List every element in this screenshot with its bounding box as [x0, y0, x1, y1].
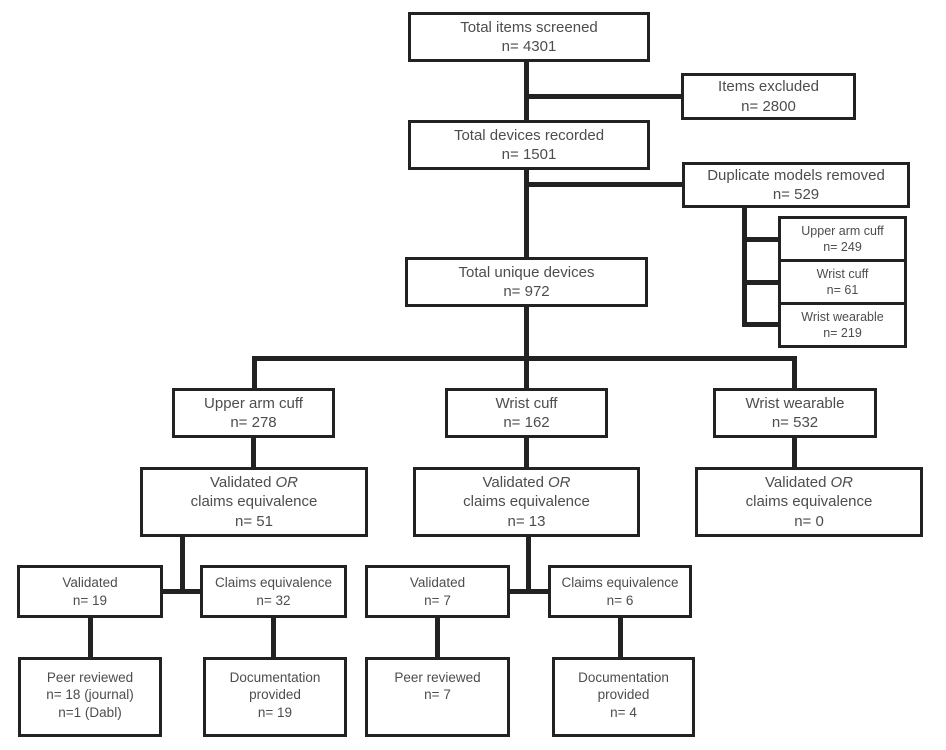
box-wrist-wearable: Wrist wearable n= 532 [713, 388, 877, 438]
box-label: Total unique devices [458, 263, 595, 281]
box-claims-equivalence-upper-arm: Claims equivalence n= 32 [200, 565, 347, 618]
box-label: Wrist cuff [816, 267, 869, 281]
box-count: n= 19 [72, 592, 108, 608]
connector-claims-upper-to-doc [271, 618, 276, 657]
box-documentation-provided-upper-arm: Documentation provided n= 19 [203, 657, 347, 737]
or-emphasis: OR [275, 474, 298, 492]
box-wrist-cuff: Wrist cuff n= 162 [445, 388, 608, 438]
connector-wrist-cuff-to-valor [524, 438, 529, 467]
box-label: Items excluded [718, 78, 819, 96]
box-peer-reviewed-wrist-cuff: Peer reviewed n= 7 [365, 657, 510, 737]
box-validated-upper-arm: Validated n= 19 [17, 565, 163, 618]
box-label: Wrist cuff [495, 394, 558, 412]
connector-wearable-to-valor [792, 438, 797, 467]
connector-upper-arm-to-valor [251, 438, 256, 467]
box-label: provided [249, 687, 301, 703]
box-label: Upper arm cuff [801, 224, 884, 238]
box-count: n= 219 [823, 326, 862, 340]
box-count: n= 278 [230, 414, 277, 431]
connector-stub-upper-arm [252, 356, 257, 388]
connector-validated-wrist-to-peer [435, 618, 440, 657]
box-validated-wrist-cuff: Validated n= 7 [365, 565, 510, 618]
connector-branch-distribution [252, 356, 797, 361]
connector-to-dup-upper-arm [742, 237, 778, 242]
box-count: n= 7 [424, 592, 451, 608]
box-label: Wrist wearable [801, 310, 884, 324]
box-label: Validated [62, 575, 118, 591]
connector-validated-upper-to-peer [88, 618, 93, 657]
connector-to-dup-wrist-cuff [742, 280, 778, 285]
box-count: n= 7 [424, 687, 451, 703]
box-label: claims equivalence [190, 493, 318, 511]
box-label: Validated [409, 575, 466, 591]
connector-valor-wrist-split [508, 589, 551, 594]
connector-valor-upper-drop [180, 537, 185, 593]
connector-claims-wrist-to-doc [618, 618, 623, 657]
box-upper-arm-cuff: Upper arm cuff n= 278 [172, 388, 335, 438]
box-count: n=1 (Dabl) [58, 704, 122, 720]
box-count: n= 1501 [501, 146, 557, 163]
connector-to-items-excluded [524, 94, 681, 99]
box-label: claims equivalence [745, 493, 873, 511]
connector-valor-upper-split [163, 589, 203, 594]
or-emphasis: OR [547, 474, 571, 492]
connector-to-duplicates-removed [524, 182, 682, 187]
box-count: n= 162 [503, 414, 550, 431]
box-label: Wrist wearable [745, 394, 845, 412]
box-label: Total items screened [460, 18, 598, 36]
box-label: provided [597, 687, 650, 703]
box-count: n= 249 [823, 240, 862, 254]
box-total-devices-recorded: Total devices recorded n= 1501 [408, 120, 650, 170]
or-emphasis: OR [830, 474, 853, 492]
box-count: n= 972 [503, 283, 550, 300]
box-documentation-provided-wrist-cuff: Documentation provided n= 4 [552, 657, 695, 737]
box-label: Claims equivalence [214, 575, 333, 591]
box-items-excluded: Items excluded n= 2800 [681, 73, 856, 120]
box-label: Peer reviewed [394, 670, 481, 685]
box-count: n= 13 [507, 512, 546, 530]
box-count: n= 2800 [741, 97, 796, 115]
box-dup-wrist-wearable: Wrist wearable n= 219 [781, 302, 904, 345]
box-count: n= 4301 [501, 38, 557, 55]
box-total-unique-devices: Total unique devices n= 972 [405, 257, 648, 307]
box-count: n= 32 [256, 592, 291, 608]
box-count: n= 532 [771, 414, 819, 431]
box-count: n= 61 [826, 283, 859, 297]
connector-stub-wrist-wearable [792, 356, 797, 388]
connector-unique-to-branches [524, 307, 529, 388]
box-count: n= 18 (journal) [46, 687, 134, 703]
box-label: claims equivalence [463, 493, 590, 511]
box-label: Total devices recorded [453, 126, 605, 144]
box-count: n= 529 [772, 186, 820, 203]
connector-screened-to-recorded [524, 62, 529, 120]
box-count: n= 19 [257, 704, 293, 720]
connector-to-dup-wrist-wearable [742, 322, 778, 327]
box-count: n= 51 [235, 512, 273, 530]
box-label: Peer reviewed [46, 670, 134, 685]
box-count: n= 0 [794, 512, 824, 530]
box-duplicate-models-removed: Duplicate models removed n= 529 [682, 162, 910, 208]
box-peer-reviewed-upper-arm: Peer reviewed n= 18 (journal) n=1 (Dabl) [18, 657, 162, 737]
box-label: Documentation [578, 670, 669, 685]
box-total-items-screened: Total items screened n= 4301 [408, 12, 650, 62]
box-claims-equivalence-wrist-cuff: Claims equivalence n= 6 [548, 565, 692, 618]
box-dup-upper-arm-cuff: Upper arm cuff n= 249 [781, 219, 904, 259]
box-count: n= 6 [606, 592, 634, 608]
duplicates-breakdown-stack: Upper arm cuff n= 249 Wrist cuff n= 61 W… [778, 216, 907, 348]
box-label: Claims equivalence [561, 575, 679, 591]
connector-recorded-to-unique [524, 170, 529, 257]
box-dup-wrist-cuff: Wrist cuff n= 61 [781, 259, 904, 302]
box-count: n= 4 [610, 704, 637, 720]
connector-valor-wrist-drop [526, 537, 531, 593]
box-label: Upper arm cuff [204, 394, 303, 412]
box-label: Documentation [229, 670, 321, 685]
connector-duplicates-trunk [742, 208, 747, 327]
box-label: Duplicate models removed [707, 166, 885, 184]
